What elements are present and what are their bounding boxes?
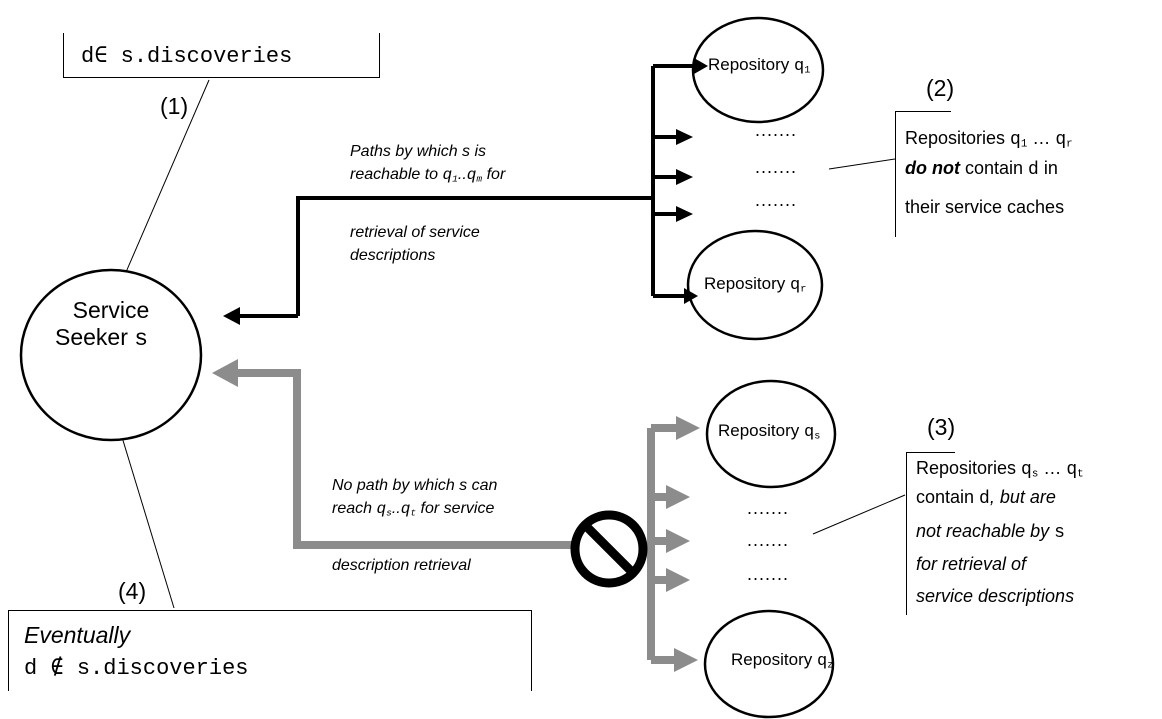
- reachable-arrowheads: [223, 58, 708, 325]
- unreachable-arrowheads: [212, 359, 700, 672]
- note2-line1: Repositories q1 … qr: [905, 128, 1073, 151]
- repository-qr-node: [686, 229, 824, 341]
- nopath-text-line2: reach qs..qt for service: [332, 500, 495, 519]
- note3-bracket: [906, 452, 955, 615]
- paths-text-line4: descriptions: [350, 247, 436, 264]
- repository-q1-label: Repository q1: [708, 55, 811, 77]
- note3-connector: [812, 494, 906, 535]
- repository-qs-node: [705, 379, 837, 489]
- note3-line3: not reachable by s: [916, 521, 1065, 543]
- no-entry-icon: [570, 510, 648, 588]
- note1-label: (1): [160, 93, 189, 119]
- dots-3: .......: [755, 190, 798, 210]
- reachable-paths: [240, 64, 694, 318]
- repository-qr-label: Repository qr: [704, 274, 807, 296]
- repository-qz-node: [703, 609, 835, 719]
- note4-line2: d ∉ s.discoveries: [24, 656, 249, 681]
- note1-text: d∈ s.discoveries: [81, 44, 293, 69]
- repository-qs-label: Repository qs: [718, 421, 821, 443]
- note4-box: [8, 610, 532, 691]
- seeker-word: Seeker: [55, 324, 135, 350]
- dots-1: .......: [755, 120, 798, 140]
- note3-line4: for retrieval of: [916, 554, 1027, 574]
- note2-line2: do not contain d in: [905, 158, 1058, 180]
- note2-line3: their service caches: [905, 197, 1065, 217]
- note4-line1: Eventually: [24, 622, 131, 648]
- note3-label: (3): [927, 414, 956, 440]
- paths-text-line1: Paths by which s is: [350, 143, 487, 160]
- note3-line2: contain d, but are: [916, 487, 1056, 509]
- repository-qz-label: Repository qz: [731, 650, 834, 672]
- dots-5: .......: [747, 530, 790, 550]
- dots-4: .......: [747, 498, 790, 518]
- note3-line5: service descriptions: [916, 586, 1075, 606]
- note1-box: [63, 33, 380, 78]
- service-seeker-label-2: Seeker s: [55, 324, 148, 352]
- note1-connector: [119, 79, 210, 287]
- service-seeker-node: [19, 268, 203, 442]
- unreachable-paths: [236, 369, 678, 664]
- dots-2: .......: [755, 157, 798, 177]
- seeker-var: s: [134, 326, 149, 352]
- note3-line1: Repositories qs … qt: [916, 458, 1084, 481]
- paths-text-line3: retrieval of service: [350, 224, 480, 241]
- repository-q1-node: [691, 16, 825, 124]
- note4-label: (4): [118, 578, 147, 604]
- paths-text-line2: reachable to q1..qm for: [350, 166, 506, 185]
- service-seeker-label: Service: [72, 297, 150, 323]
- note2-label: (2): [926, 75, 955, 101]
- note2-connector: [828, 158, 896, 170]
- nopath-text-line1: No path by which s can: [332, 477, 498, 494]
- note2-bracket: [895, 111, 951, 237]
- note4-connector: [117, 423, 175, 609]
- nopath-text-line3: description retrieval: [332, 557, 471, 574]
- dots-6: .......: [747, 564, 790, 584]
